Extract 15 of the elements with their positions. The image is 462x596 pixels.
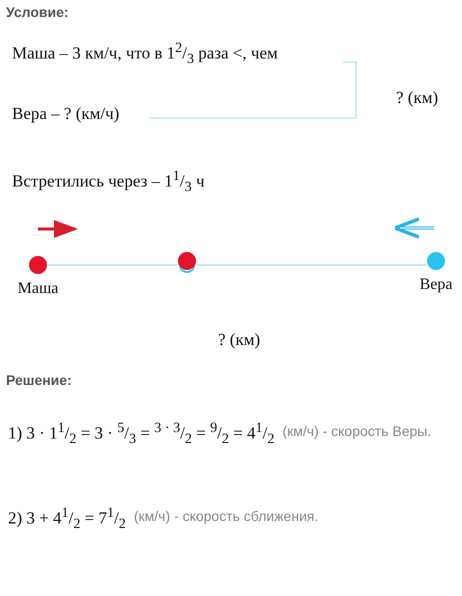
equation: 2) 3 + 4$^{1}$/$_{2}$ = 7$^{1}$/$_{2}$ (8, 505, 126, 534)
person-name: Маша (16, 280, 60, 298)
equation: 1) 3 · 1$^{1}$/$_{2}$ = 3 · $^{5}$/$_{3}$ = $^{3 · 3}$/$_{2}$ = $^{9}$/$_{2}$ = 4$^{1}$/$_{2}$ (8, 420, 274, 448)
explanation-text: (км/ч) - скорость сближения. (134, 508, 318, 524)
number-line (196, 264, 427, 266)
section-heading: Условие: (6, 4, 69, 20)
person-name: Вера (418, 276, 454, 294)
number-line (47, 264, 178, 266)
explanation-text: (км/ч) - скорость Веры. (282, 423, 432, 439)
condition-text: Встретились через – 1$^{1}$/$_{3}$ ч (12, 168, 204, 196)
condition-text: Маша – 3 км/ч, что в 1$^{2}$/$_{3}$ раза <, чем (12, 40, 278, 68)
distance-question: ? (км) (396, 88, 438, 108)
condition-text: Вера – ? (км/ч) (12, 104, 120, 124)
section-heading: Решение: (6, 372, 72, 388)
distance-question: ? (км) (218, 330, 260, 350)
